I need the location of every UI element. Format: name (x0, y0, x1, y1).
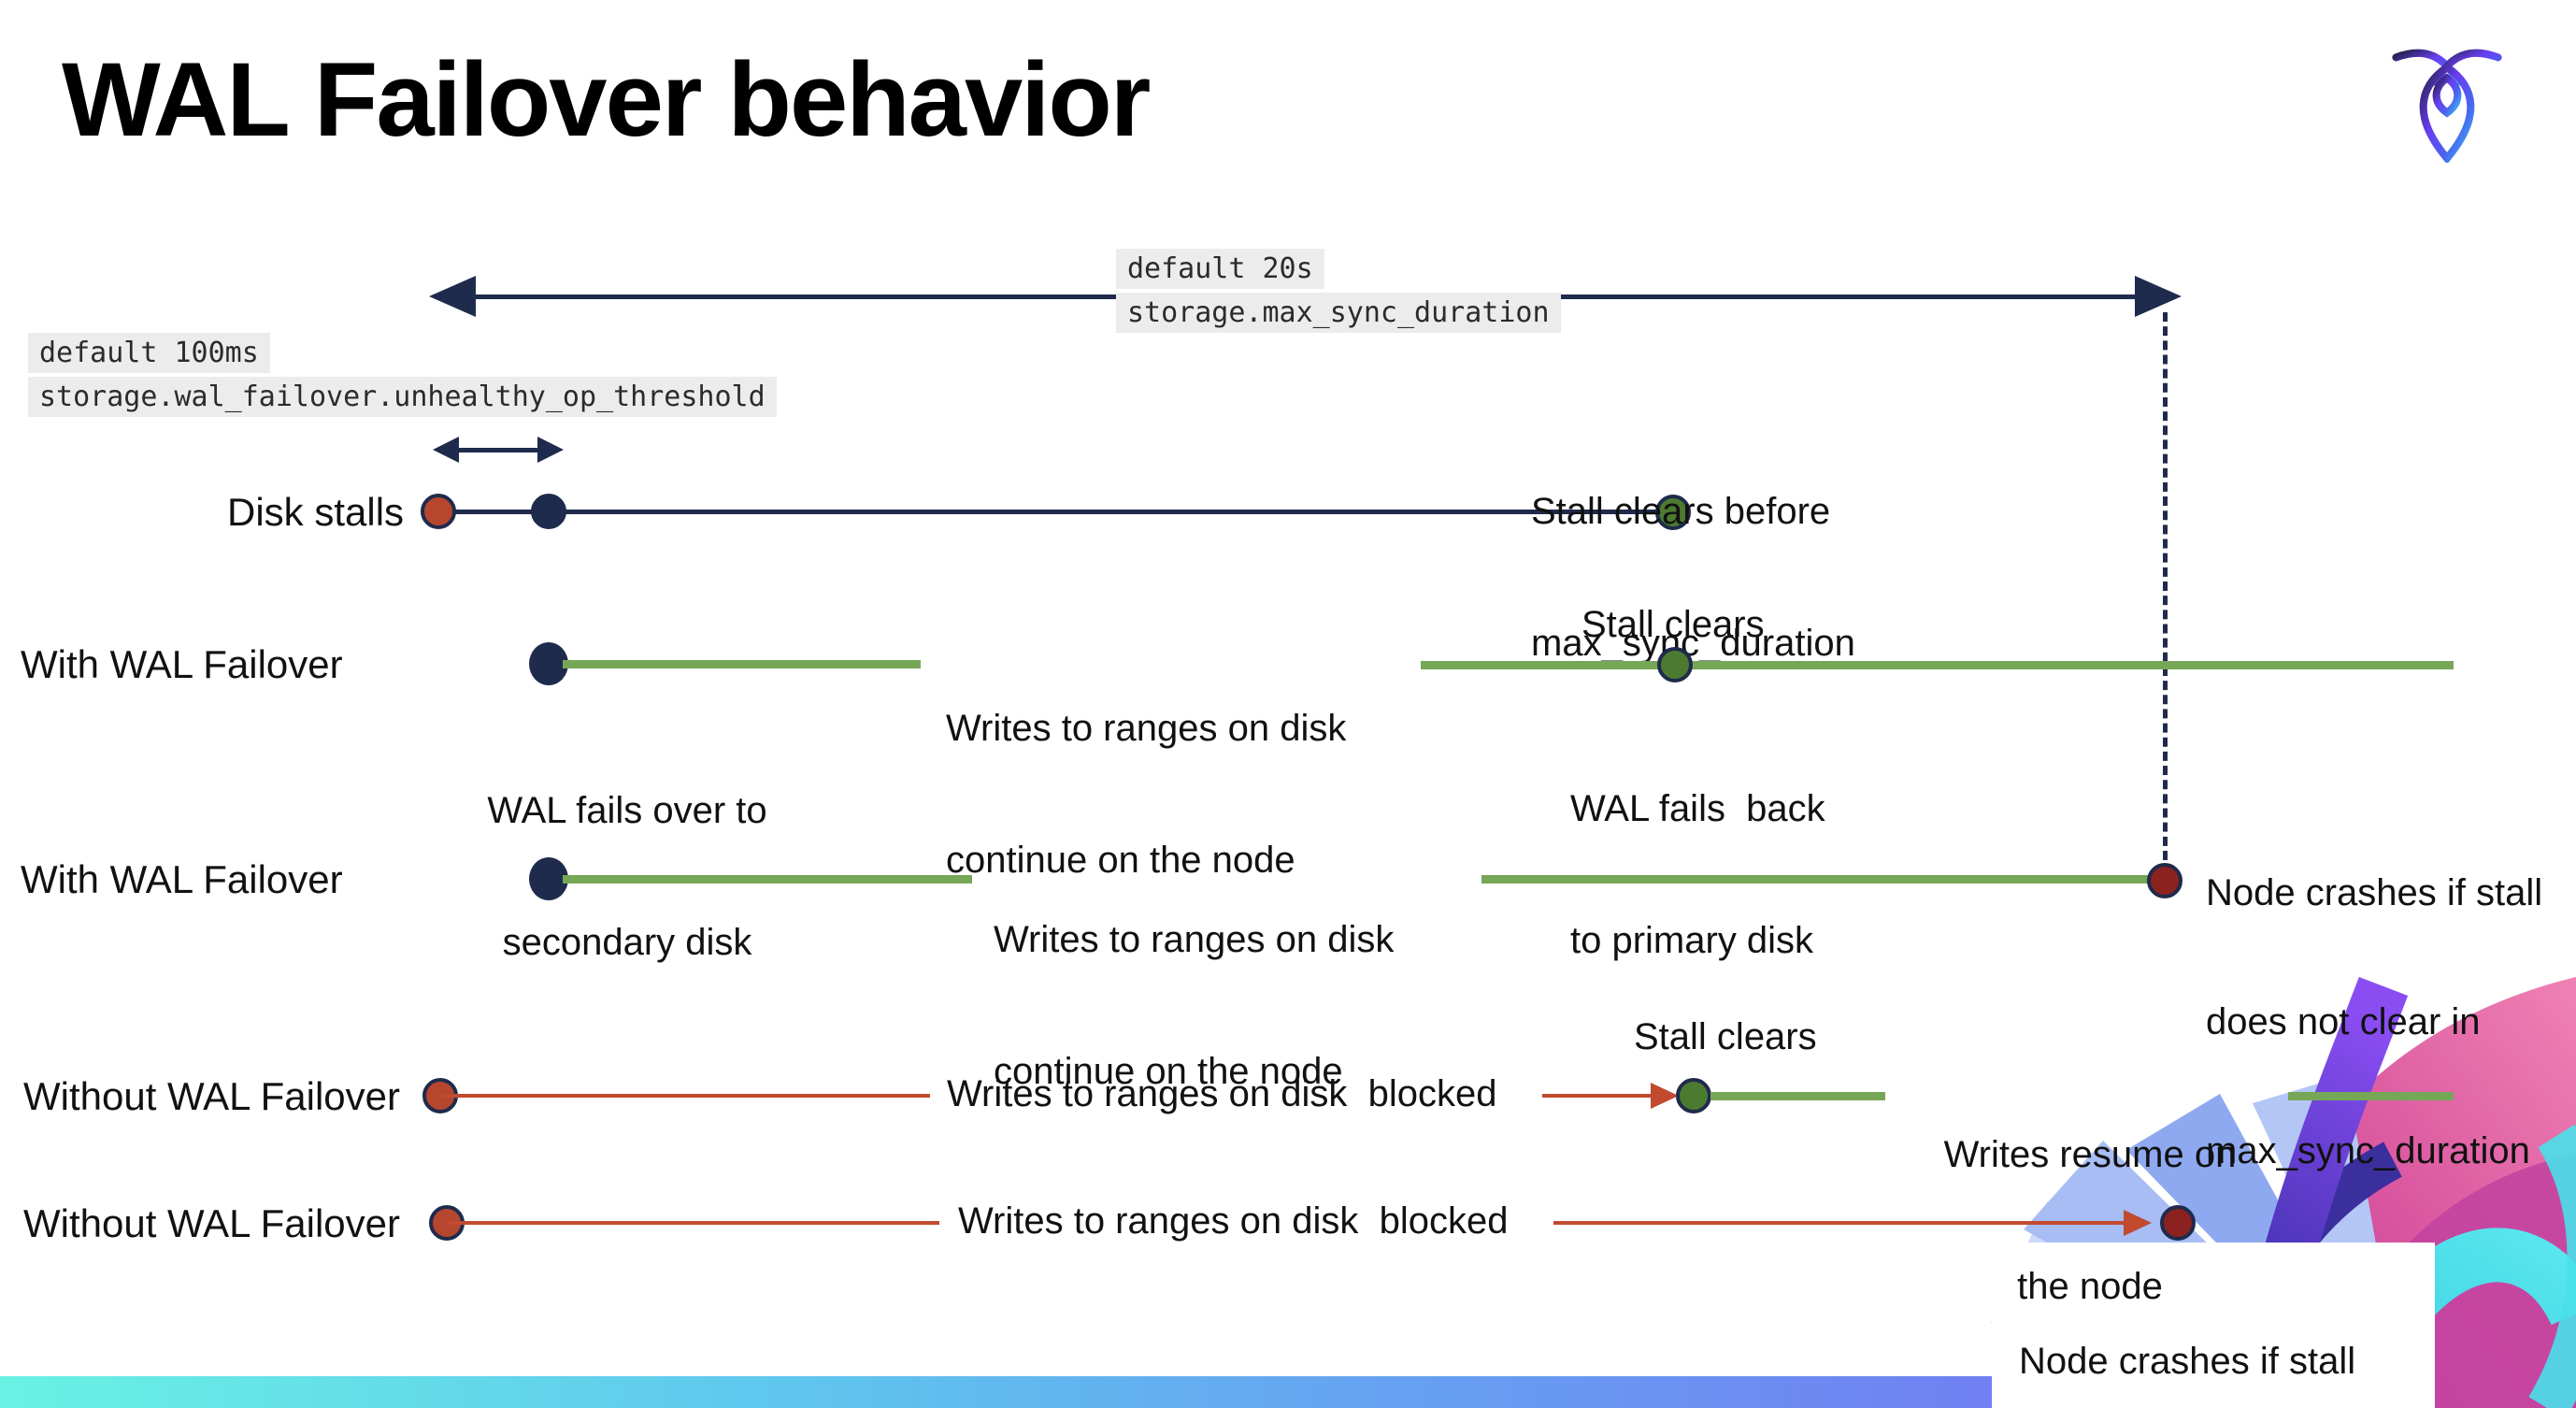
max-sync-duration-setting-label: default 20s storage.max_sync_duration (1116, 249, 1561, 337)
stall-clears-note: Stall clears (1634, 1016, 1817, 1057)
crash-note-card (1992, 1243, 2435, 1408)
node-crash-dot (2160, 1205, 2196, 1241)
timeline-label-without-wal-failover: Without WAL Failover (23, 1074, 400, 1118)
arrowhead-left-icon (433, 437, 459, 463)
unhealthy-op-threshold-setting-label: default 100ms storage.wal_failover.unhea… (28, 333, 777, 421)
writes-blocked-line (441, 1094, 930, 1098)
stall-clears-before-note: Stall clears before max_sync_duration (1531, 491, 1855, 664)
writes-continue-note: Writes to ranges on disk continue on the… (946, 708, 1347, 881)
writes-blocked-note: Writes to ranges on disk blocked (958, 1200, 1509, 1242)
timeline-label-with-wal-failover: With WAL Failover (21, 642, 343, 686)
node-crashes-note: Node crashes if stall does not clear in … (2206, 872, 2543, 1171)
stall-clears-dot (1655, 495, 1691, 530)
disk-stall-timeline-line (439, 510, 1673, 514)
arrowhead-right-icon (537, 437, 564, 463)
threshold-default-value: default 100ms (28, 333, 270, 373)
stall-clears-dot (1657, 647, 1693, 682)
timeline-label-without-wal-failover: Without WAL Failover (23, 1201, 400, 1245)
red-arrowhead-icon (2124, 1210, 2152, 1236)
cockroachdb-logo-icon (2392, 49, 2502, 163)
writes-resume-note: Writes resume on the node (1943, 1134, 2237, 1307)
writes-continue-line (563, 660, 921, 668)
arrowhead-right-icon (2135, 276, 2182, 317)
writes-continue-line (1481, 875, 2165, 884)
threshold-span-line (454, 448, 542, 453)
writes-blocked-line (448, 1221, 939, 1225)
threshold-setting-name: storage.wal_failover.unhealthy_op_thresh… (28, 377, 777, 417)
writes-resume-line (1710, 1092, 1885, 1100)
arrowhead-left-icon (429, 276, 476, 317)
max-sync-setting-name: storage.max_sync_duration (1116, 293, 1561, 333)
failover-threshold-dot (531, 494, 566, 529)
max-sync-default-value: default 20s (1116, 249, 1324, 289)
writes-blocked-line (1553, 1221, 2124, 1225)
node-crashes-note: Node crashes if stall does not clear in … (2019, 1341, 2356, 1382)
node-crash-dot (2147, 863, 2182, 898)
stall-start-dot (421, 494, 456, 529)
red-arrowhead-icon (1651, 1083, 1679, 1109)
writes-blocked-note: Writes to ranges on disk blocked (947, 1073, 1497, 1114)
timeline-label-with-wal-failover: With WAL Failover (21, 857, 343, 901)
wal-fails-over-note: WAL fails over to secondary disk (487, 790, 767, 963)
page-title: WAL Failover behavior (62, 41, 1151, 158)
timeline-label-disk-stalls: Disk stalls (227, 490, 405, 534)
wal-fails-back-note: WAL fails back to primary disk (1570, 788, 1825, 961)
failover-start-dot (529, 857, 568, 900)
stall-clears-note: Stall clears (1581, 604, 1765, 645)
stall-clears-dot (1676, 1078, 1711, 1113)
writes-continue-note: Writes to ranges on disk continue on the… (994, 919, 1395, 1092)
writes-continue-line (1421, 661, 2454, 669)
writes-continue-line (563, 875, 972, 884)
max-sync-deadline-dashed-line (2163, 312, 2168, 860)
writes-blocked-line (1542, 1094, 1654, 1098)
writes-resume-line (2288, 1092, 2454, 1100)
